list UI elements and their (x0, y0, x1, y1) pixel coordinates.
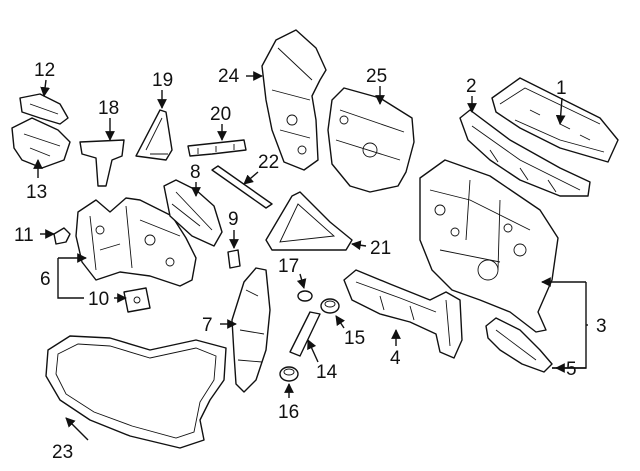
callout-24: 24 (218, 66, 240, 87)
part-18-bracket (79, 139, 125, 187)
part-1-cowl-panel (491, 77, 619, 163)
part-22-rod (211, 165, 273, 209)
callout-3: 3 (596, 316, 607, 337)
callout-22: 22 (258, 152, 279, 173)
part-13-box-bracket (11, 117, 71, 169)
part-15-grommet (320, 298, 340, 314)
part-8-insulator (163, 179, 223, 247)
callout-1: 1 (556, 78, 567, 99)
callout-10: 10 (88, 289, 109, 310)
part-14-strip (289, 311, 321, 357)
part-23-seal (45, 335, 227, 449)
callout-8: 8 (190, 162, 201, 183)
part-24-side-panel (261, 29, 327, 171)
part-17-plug (297, 290, 313, 302)
part-4-bracket (343, 269, 463, 359)
callout-11: 11 (14, 225, 34, 246)
callout-9: 9 (228, 209, 239, 230)
callout-16: 16 (278, 402, 299, 423)
callout-13: 13 (26, 182, 47, 203)
part-10-plate (123, 287, 151, 313)
callout-12: 12 (34, 60, 55, 81)
callout-25: 25 (366, 66, 387, 87)
callout-19: 19 (152, 70, 173, 91)
part-7-side-trim (231, 267, 271, 393)
callout-2: 2 (466, 76, 477, 97)
part-9-clip (227, 249, 241, 269)
callout-labels: 1 2 3 4 5 6 7 8 9 10 11 12 13 14 15 16 1… (14, 60, 607, 463)
callout-21: 21 (370, 238, 391, 259)
part-25-dash-inner (327, 87, 415, 193)
leader-lines (33, 71, 588, 441)
part-20-rail (187, 139, 247, 157)
callout-18: 18 (98, 98, 119, 119)
callout-20: 20 (210, 104, 231, 125)
callout-6: 6 (40, 269, 51, 290)
callout-14: 14 (316, 362, 338, 383)
callout-23: 23 (52, 442, 73, 463)
part-19-gusset (135, 109, 173, 161)
callout-7: 7 (202, 315, 213, 336)
part-2-cowl-lower (459, 109, 591, 197)
part-5-lower-trim (485, 317, 553, 373)
callout-4: 4 (390, 348, 401, 369)
part-6-side-panel (75, 197, 197, 287)
callout-15: 15 (344, 328, 365, 349)
part-3-dash-panel (419, 159, 559, 333)
part-12-bracket (19, 93, 69, 125)
callout-17: 17 (278, 256, 299, 277)
part-11-plug (53, 227, 71, 245)
callout-5: 5 (566, 359, 577, 380)
part-21-brace (265, 191, 353, 251)
part-16-grommet (279, 366, 299, 382)
